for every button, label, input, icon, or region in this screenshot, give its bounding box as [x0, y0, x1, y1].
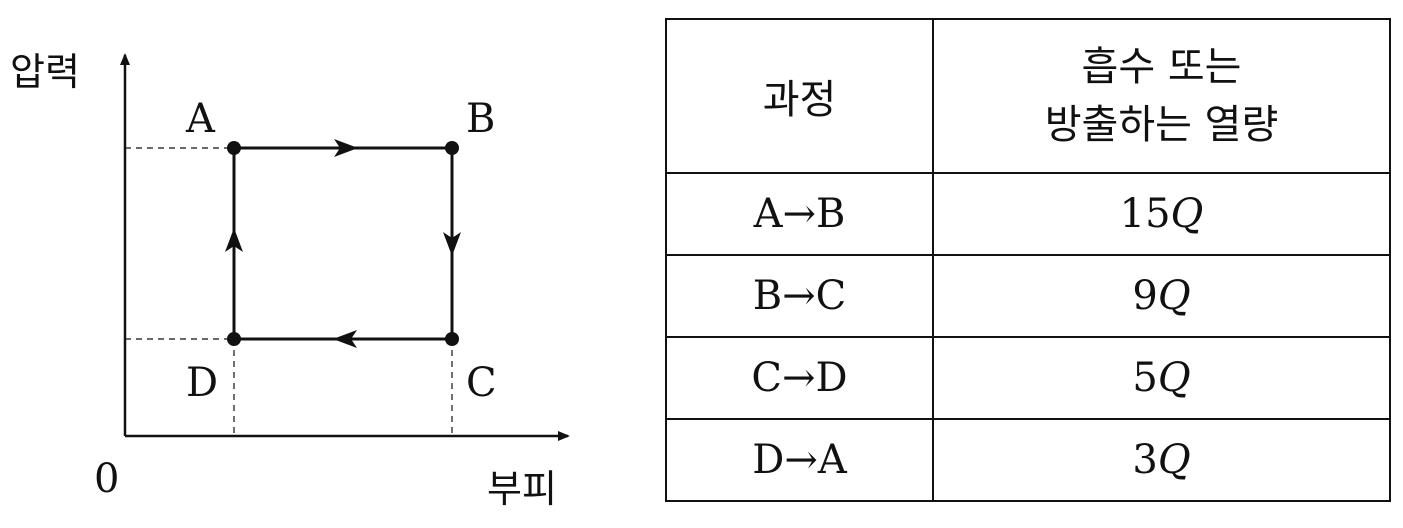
- arrow-a-to-b: [334, 139, 358, 157]
- x-axis-label: 부피: [487, 467, 557, 511]
- heat-unit: Q: [1157, 355, 1191, 401]
- cell-heat: 3Q: [932, 418, 1391, 502]
- table-row: B→C 9Q: [665, 254, 1391, 338]
- cell-process: D→A: [665, 418, 934, 502]
- arrow-c-to-d: [333, 330, 357, 348]
- label-c: C: [466, 360, 497, 406]
- y-axis-label: 압력: [10, 50, 80, 94]
- cell-process: A→B: [665, 172, 934, 256]
- table-row: A→B 15Q: [665, 172, 1391, 256]
- table-row: C→D 5Q: [665, 336, 1391, 420]
- label-a: A: [185, 96, 216, 142]
- heat-unit: Q: [1157, 273, 1191, 319]
- cell-process: C→D: [665, 336, 934, 420]
- heat-table-container: 과정 흡수 또는 방출하는 열량 A→B 15Q B→C 9Q C→D 5Q D…: [665, 18, 1391, 502]
- point-c: [445, 332, 459, 346]
- heat-value: 5: [1132, 355, 1158, 401]
- cell-heat: 15Q: [932, 172, 1391, 256]
- arrow-b-to-c: [443, 232, 461, 256]
- origin-label: 0: [94, 456, 119, 502]
- label-b: B: [466, 96, 495, 142]
- header-heat-line1: 흡수 또는: [1081, 44, 1242, 90]
- cycle-path: [232, 146, 454, 341]
- arrow-d-to-a: [225, 228, 243, 252]
- heat-unit: Q: [1157, 437, 1191, 483]
- heat-unit: Q: [1170, 191, 1204, 237]
- cell-heat: 5Q: [932, 336, 1391, 420]
- point-d: [227, 332, 241, 346]
- table-header-row: 과정 흡수 또는 방출하는 열량: [665, 18, 1391, 174]
- header-heat-line2: 방출하는 열량: [1044, 102, 1279, 148]
- header-heat: 흡수 또는 방출하는 열량: [932, 18, 1391, 174]
- heat-value: 3: [1132, 437, 1158, 483]
- cell-heat: 9Q: [932, 254, 1391, 338]
- pv-diagram: A B C D 압력 부피 0: [10, 50, 570, 511]
- table-row: D→A 3Q: [665, 418, 1391, 502]
- header-process-text: 과정: [762, 77, 837, 123]
- cell-process: B→C: [665, 254, 934, 338]
- point-b: [445, 141, 459, 155]
- heat-value: 9: [1132, 273, 1158, 319]
- heat-value: 15: [1119, 191, 1171, 237]
- point-a: [227, 141, 241, 155]
- heat-table: 과정 흡수 또는 방출하는 열량 A→B 15Q B→C 9Q C→D 5Q D…: [665, 18, 1391, 502]
- label-d: D: [186, 360, 218, 406]
- header-process: 과정: [665, 18, 934, 174]
